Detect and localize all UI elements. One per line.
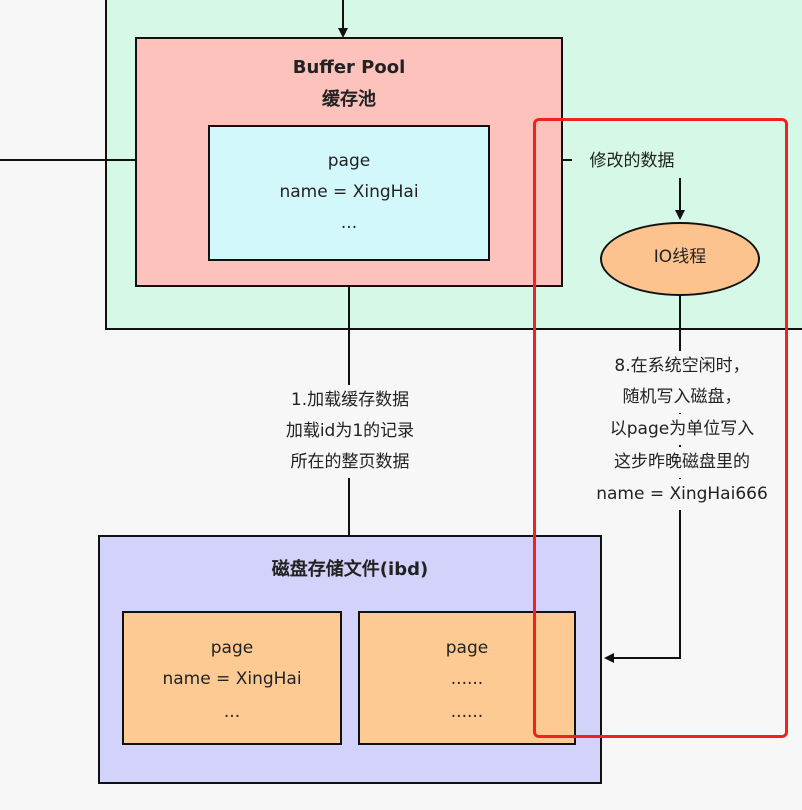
disk-page-1 (122, 611, 342, 745)
step1-line1: 1.加载缓存数据 (265, 385, 435, 416)
disk-file-title: 磁盘存储文件(ibd) (271, 559, 429, 580)
step8-line5: name = XingHai666 (582, 479, 782, 510)
disk-page-2-line2: ...... (450, 669, 484, 689)
modified-data-label: 修改的数据 (576, 146, 688, 177)
step8-line3: 以page为单位写入 (586, 414, 778, 445)
disk-page-1-record: name = XingHai (162, 669, 302, 689)
memory-page-ellipsis: ... (340, 213, 358, 233)
step1-line3: 所在的整页数据 (265, 447, 435, 478)
step1-line2: 加载id为1的记录 (265, 416, 435, 447)
disk-page-2 (358, 611, 576, 745)
buffer-pool-subtitle: 缓存池 (322, 89, 376, 110)
step8-line1: 8.在系统空闲时， (586, 351, 778, 382)
disk-page-1-ellipsis: ... (223, 702, 241, 722)
memory-page-box (208, 125, 490, 261)
disk-page-2-line3: ...... (450, 702, 484, 722)
memory-page-label: page (327, 151, 371, 171)
highlight-box (533, 118, 788, 738)
disk-page-1-label: page (210, 638, 254, 658)
buffer-pool-title: Buffer Pool (292, 57, 406, 78)
step8-line2: 随机写入磁盘， (586, 382, 778, 413)
memory-page-record: name = XingHai (279, 182, 419, 202)
step8-line4: 这步昨晚磁盘里的 (586, 447, 778, 478)
disk-page-2-label: page (445, 638, 489, 658)
io-thread-node (600, 222, 760, 296)
io-thread-label: IO线程 (653, 247, 707, 267)
